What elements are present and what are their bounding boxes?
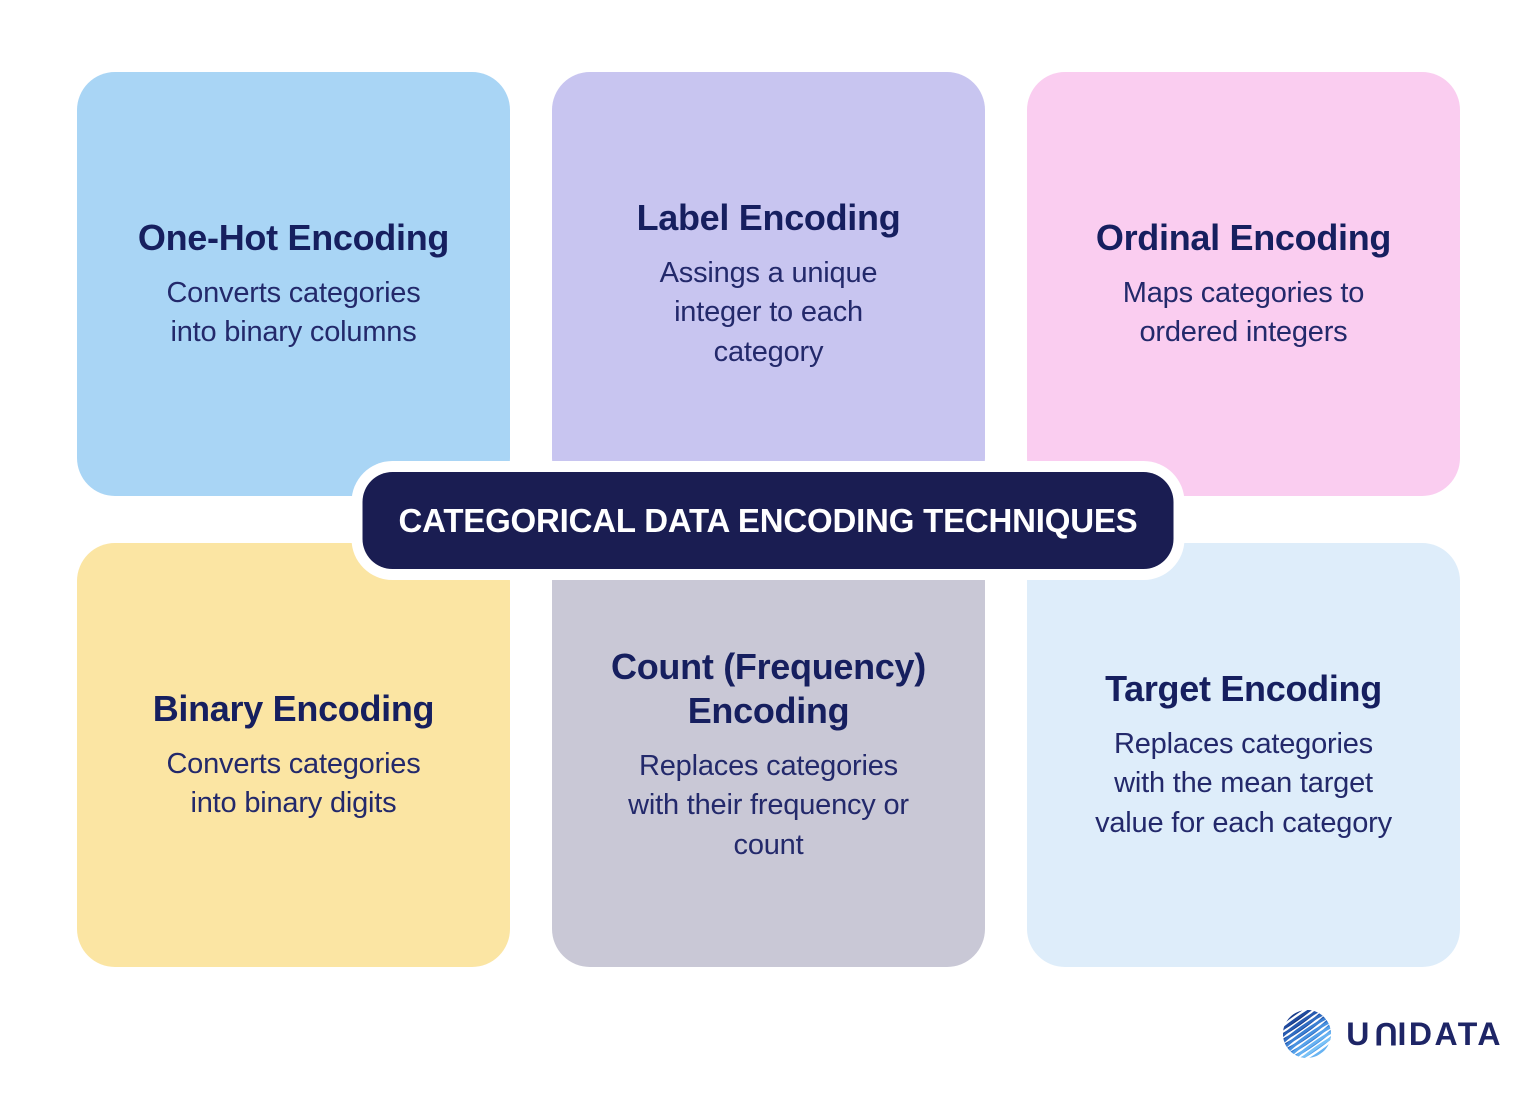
card-description: Replaces categories with the mean target… [1095, 727, 1392, 839]
card-one-hot-encoding: One-Hot Encoding Converts categories int… [77, 72, 510, 496]
card-target-encoding: Target Encoding Replaces categories with… [1027, 543, 1460, 967]
card-count-frequency-encoding: Count (Frequency) Encoding Replaces cate… [552, 543, 985, 967]
card-description: Assings a unique integer to each categor… [659, 256, 878, 368]
card-ordinal-encoding: Ordinal Encoding Maps categories to orde… [1027, 72, 1460, 496]
card-label-encoding: Label Encoding Assings a unique integer … [552, 72, 985, 496]
brand-logo: UUIDATA [1281, 1008, 1503, 1060]
card-binary-encoding: Binary Encoding Converts categories into… [77, 543, 510, 967]
card-title: One-Hot Encoding [137, 216, 450, 258]
card-description: Converts categories into binary digits [166, 747, 421, 819]
title-banner: CATEGORICAL DATA ENCODING TECHNIQUES [362, 472, 1174, 569]
card-description: Replaces categories with their frequency… [628, 749, 909, 861]
brand-wordmark: UUIDATA [1346, 1016, 1503, 1052]
card-title: Ordinal Encoding [1095, 216, 1392, 258]
card-description: Converts categories into binary columns [166, 276, 421, 348]
card-title: Binary Encoding [152, 687, 435, 729]
card-title: Count (Frequency) Encoding [611, 645, 926, 731]
globe-stripes-icon [1281, 1008, 1334, 1060]
card-title: Label Encoding [636, 196, 901, 238]
card-description: Maps categories to ordered integers [1122, 276, 1365, 348]
card-title: Target Encoding [1105, 667, 1382, 709]
title-banner-label: CATEGORICAL DATA ENCODING TECHNIQUES [398, 501, 1138, 539]
